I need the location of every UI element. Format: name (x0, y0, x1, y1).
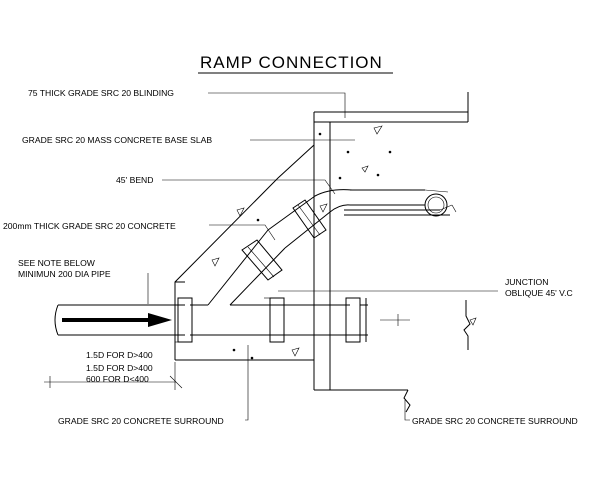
backdrop-pipe (350, 189, 449, 217)
label-surround-left: GRADE SRC 20 CONCRETE SURROUND (58, 416, 224, 426)
label-junction: JUNCTION (505, 277, 548, 287)
label-note-3: 600 FOR D<400 (86, 374, 149, 384)
label-min-pipe: MINIMUN 200 DIA PIPE (18, 269, 111, 279)
manhole-structure (313, 92, 471, 413)
label-note-1: 1.5D FOR D>400 (86, 350, 153, 360)
bend-pipe (267, 189, 353, 249)
drawing-title: RAMP CONNECTION (200, 53, 383, 72)
concrete-surround (174, 144, 315, 361)
label-surround-right: GRADE SRC 20 CONCRETE SURROUND (412, 416, 578, 426)
label-oblique: OBLIQUE 45' V.C (505, 288, 573, 298)
dimension-lines (44, 314, 410, 390)
ramp-pipe (207, 229, 286, 306)
label-base-slab: GRADE SRC 20 MASS CONCRETE BASE SLAB (22, 135, 212, 145)
leader-lines (147, 92, 498, 421)
label-see-note: SEE NOTE BELOW (18, 258, 96, 268)
concrete-aggregate (211, 125, 477, 360)
label-blinding: 75 THICK GRADE SRC 20 BLINDING (28, 88, 174, 98)
label-bend: 45' BEND (116, 175, 153, 185)
flow-arrow (62, 313, 172, 327)
label-note-2: 1.5D FOR D>400 (86, 363, 153, 373)
label-thick-concrete: 200mm THICK GRADE SRC 20 CONCRETE (3, 221, 176, 231)
main-pipe (54, 297, 368, 343)
